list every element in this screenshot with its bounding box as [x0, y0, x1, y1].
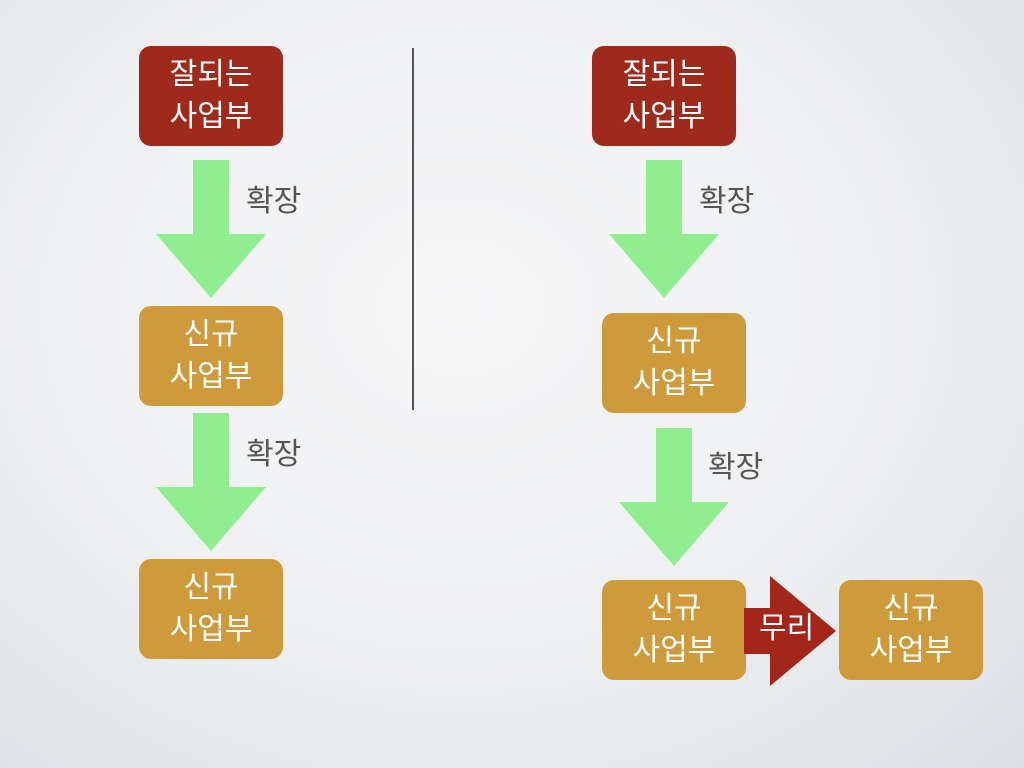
left-expand-arrow-2: [156, 413, 266, 551]
right-expand-label-2: 확장: [708, 450, 764, 485]
right-expand-arrow-2: [619, 428, 729, 566]
left-expand-label-2: 확장: [246, 437, 302, 472]
left-expand-label-1: 확장: [246, 184, 302, 219]
right-new-unit-box-3: 신규 사업부: [839, 580, 983, 680]
right-established-unit-box: 잘되는 사업부: [592, 46, 736, 146]
left-expand-arrow-1: [156, 160, 266, 298]
left-new-unit-box-1: 신규 사업부: [139, 306, 283, 406]
right-new-unit-box-2: 신규 사업부: [602, 580, 746, 680]
right-new-unit-box-1: 신규 사업부: [602, 313, 746, 413]
reject-arrow: [744, 576, 836, 686]
right-expand-arrow-1: [609, 160, 719, 298]
reject-arrow-label: 무리: [759, 611, 815, 646]
left-new-unit-box-2: 신규 사업부: [139, 559, 283, 659]
left-established-unit-box: 잘되는 사업부: [139, 46, 283, 146]
right-expand-label-1: 확장: [699, 184, 755, 219]
column-divider: [412, 48, 414, 410]
